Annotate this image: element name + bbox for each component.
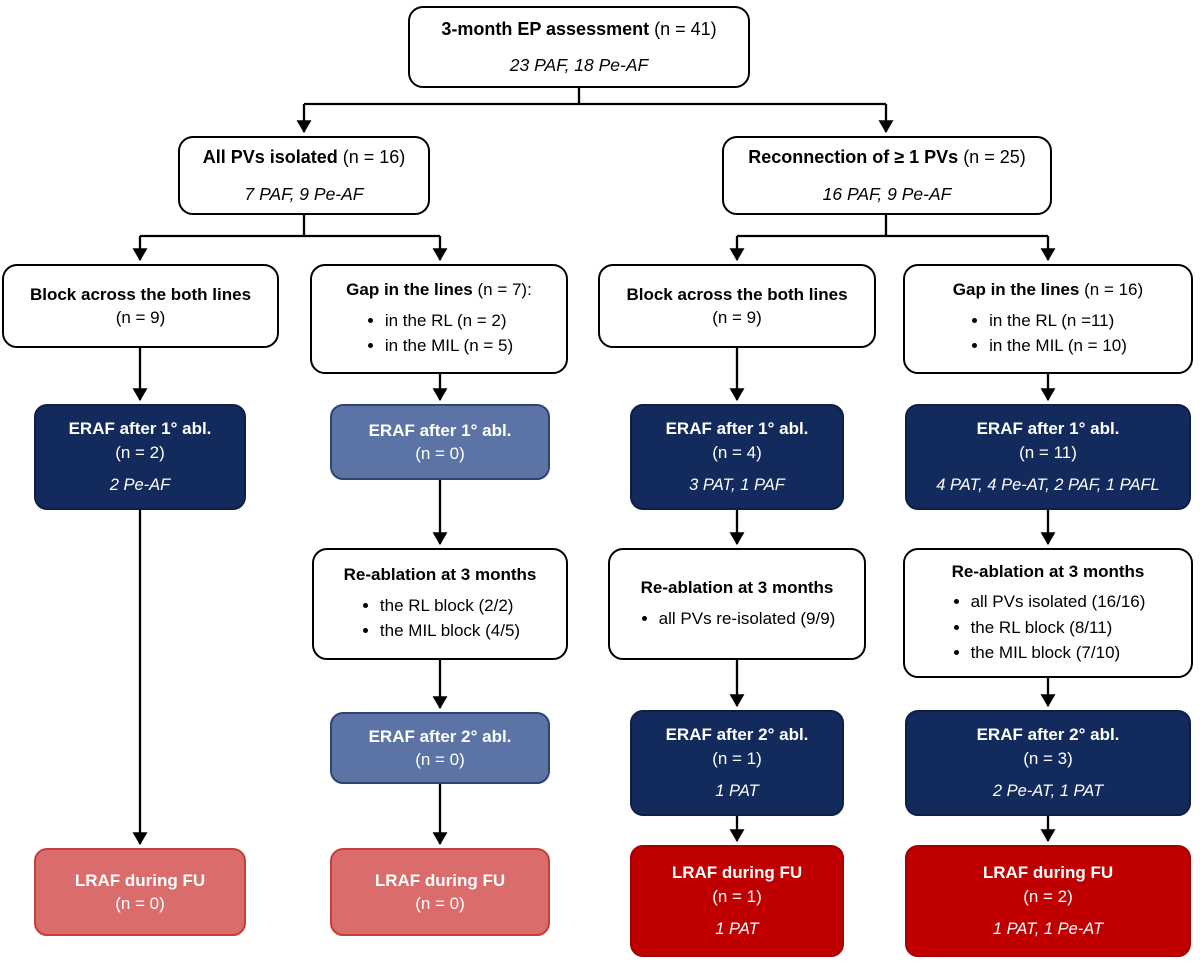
node-bullet-list: all PVs isolated (16/16) the RL block (8… bbox=[951, 588, 1146, 666]
node-reablation-c3: Re-ablation at 3 months all PVs re-isola… bbox=[608, 548, 866, 660]
node-count: (n = 1) bbox=[712, 748, 762, 768]
node-reconnection-pvs: Reconnection of ≥ 1 PVs (n = 25) 16 PAF,… bbox=[722, 136, 1052, 215]
node-subtitle: 1 PAT bbox=[715, 920, 759, 939]
node-lraf-c3: LRAF during FU (n = 1) 1 PAT bbox=[630, 845, 844, 957]
node-eraf2-c4: ERAF after 2° abl. (n = 3) 2 Pe-AT, 1 PA… bbox=[905, 710, 1191, 816]
bullet-item: all PVs re-isolated (9/9) bbox=[659, 607, 836, 630]
node-title: ERAF after 2° abl. bbox=[976, 725, 1120, 745]
node-subtitle: 2 Pe-AT, 1 PAT bbox=[992, 782, 1104, 801]
node-count: (n = 0) bbox=[115, 894, 165, 913]
connector-left-branch bbox=[140, 215, 440, 238]
node-eraf2-c3: ERAF after 2° abl. (n = 1) 1 PAT bbox=[630, 710, 844, 816]
node-title: LRAF during FU bbox=[982, 863, 1114, 883]
node-subtitle: 23 PAF, 18 Pe-AF bbox=[509, 55, 649, 76]
node-title: Block across the both lines bbox=[626, 284, 848, 304]
bullet-item: the MIL block (4/5) bbox=[380, 619, 520, 642]
node-title: ERAF after 1° abl. bbox=[665, 419, 809, 439]
node-subtitle: 7 PAF, 9 Pe-AF bbox=[244, 183, 364, 204]
node-lraf-c2: LRAF during FU (n = 0) bbox=[330, 848, 550, 936]
node-count: (n = 2) bbox=[115, 442, 165, 462]
node-title: LRAF during FU bbox=[671, 863, 803, 883]
node-eraf1-c1: ERAF after 1° abl. (n = 2) 2 Pe-AF bbox=[34, 404, 246, 510]
bullet-item: in the MIL (n = 5) bbox=[385, 334, 513, 357]
bullet-item: the MIL block (7/10) bbox=[971, 641, 1146, 664]
node-title: Gap in the lines (n = 7): bbox=[346, 280, 532, 300]
node-block-both-lines-c1: Block across the both lines (n = 9) bbox=[2, 264, 279, 348]
node-gap-in-lines-c4: Gap in the lines (n = 16) in the RL (n =… bbox=[903, 264, 1193, 374]
node-subtitle: 2 Pe-AF bbox=[109, 476, 171, 495]
node-bullet-list: the RL block (2/2) the MIL block (4/5) bbox=[360, 592, 520, 645]
node-count: (n = 25) bbox=[958, 147, 1026, 168]
node-count: (n = 1) bbox=[712, 886, 762, 906]
node-subtitle: 4 PAT, 4 Pe-AT, 2 PAF, 1 PAFL bbox=[936, 476, 1160, 495]
node-title: Re-ablation at 3 months bbox=[951, 561, 1145, 581]
bullet-item: the RL block (2/2) bbox=[380, 594, 520, 617]
node-title: ERAF after 1° abl. bbox=[68, 419, 212, 439]
node-title: LRAF during FU bbox=[74, 870, 206, 890]
node-eraf1-c3: ERAF after 1° abl. (n = 4) 3 PAT, 1 PAF bbox=[630, 404, 844, 510]
node-count: (n = 4) bbox=[712, 442, 762, 462]
node-count: (n = 0) bbox=[415, 750, 465, 769]
node-lraf-c1: LRAF during FU (n = 0) bbox=[34, 848, 246, 936]
node-reablation-c4: Re-ablation at 3 months all PVs isolated… bbox=[903, 548, 1193, 678]
bullet-item: the RL block (8/11) bbox=[971, 616, 1146, 639]
node-title: ERAF after 2° abl. bbox=[368, 726, 512, 746]
node-count: (n = 2) bbox=[1023, 886, 1073, 906]
node-title: ERAF after 1° abl. bbox=[976, 419, 1120, 439]
node-count: (n = 0) bbox=[415, 894, 465, 913]
node-eraf1-c4: ERAF after 1° abl. (n = 11) 4 PAT, 4 Pe-… bbox=[905, 404, 1191, 510]
bullet-item: in the RL (n = 2) bbox=[385, 309, 513, 332]
node-title: LRAF during FU bbox=[374, 870, 506, 890]
node-count: (n = 9) bbox=[712, 308, 762, 327]
node-title: Block across the both lines bbox=[29, 284, 252, 304]
node-count: (n = 0) bbox=[415, 444, 465, 463]
bullet-item: in the RL (n =11) bbox=[989, 309, 1127, 332]
node-title: Re-ablation at 3 months bbox=[343, 565, 537, 585]
node-title: ERAF after 2° abl. bbox=[665, 725, 809, 745]
node-subtitle: 1 PAT, 1 Pe-AT bbox=[992, 920, 1104, 939]
node-lraf-c4: LRAF during FU (n = 2) 1 PAT, 1 Pe-AT bbox=[905, 845, 1191, 957]
node-count: (n = 16) bbox=[1079, 280, 1144, 300]
node-title: ERAF after 1° abl. bbox=[368, 420, 512, 440]
node-count: (n = 41) bbox=[649, 18, 717, 39]
node-title: All PVs isolated (n = 16) bbox=[202, 147, 406, 168]
node-count: (n = 16) bbox=[337, 147, 406, 168]
node-count: (n = 11) bbox=[1019, 442, 1077, 462]
node-eraf1-c2: ERAF after 1° abl. (n = 0) bbox=[330, 404, 550, 480]
bullet-item: in the MIL (n = 10) bbox=[989, 334, 1127, 357]
node-reablation-c2: Re-ablation at 3 months the RL block (2/… bbox=[312, 548, 568, 660]
node-title: Gap in the lines (n = 16) bbox=[952, 280, 1144, 300]
bullet-item: all PVs isolated (16/16) bbox=[971, 590, 1146, 613]
node-bullet-list: in the RL (n = 2) in the MIL (n = 5) bbox=[365, 307, 513, 360]
node-bullet-list: all PVs re-isolated (9/9) bbox=[639, 605, 836, 632]
connector-root-branch bbox=[304, 88, 886, 106]
node-count: (n = 7): bbox=[472, 280, 532, 300]
node-gap-in-lines-c2: Gap in the lines (n = 7): in the RL (n =… bbox=[310, 264, 568, 374]
node-title: Re-ablation at 3 months bbox=[640, 578, 834, 598]
node-eraf2-c2: ERAF after 2° abl. (n = 0) bbox=[330, 712, 550, 784]
connector-right-branch bbox=[737, 215, 1048, 238]
node-subtitle: 3 PAT, 1 PAF bbox=[689, 476, 785, 495]
node-all-pvs-isolated: All PVs isolated (n = 16) 7 PAF, 9 Pe-AF bbox=[178, 136, 430, 215]
node-subtitle: 16 PAF, 9 Pe-AF bbox=[822, 183, 952, 204]
node-count: (n = 3) bbox=[1023, 748, 1073, 768]
node-title: Reconnection of ≥ 1 PVs (n = 25) bbox=[748, 147, 1026, 168]
node-title: 3-month EP assessment (n = 41) bbox=[441, 18, 717, 39]
node-root-ep-assessment: 3-month EP assessment (n = 41) 23 PAF, 1… bbox=[408, 6, 750, 88]
node-bullet-list: in the RL (n =11) in the MIL (n = 10) bbox=[969, 307, 1127, 360]
node-block-both-lines-c3: Block across the both lines (n = 9) bbox=[598, 264, 876, 348]
node-count: (n = 9) bbox=[115, 308, 166, 327]
node-subtitle: 1 PAT bbox=[715, 782, 759, 801]
